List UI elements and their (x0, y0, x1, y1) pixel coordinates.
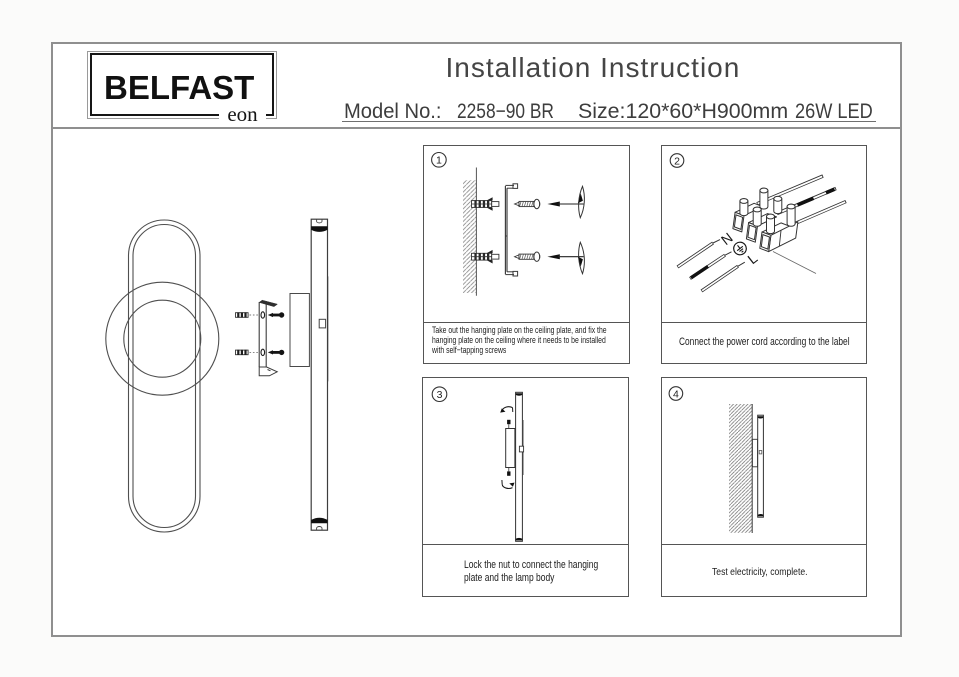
svg-text:N: N (718, 229, 736, 248)
svg-text:L: L (744, 250, 760, 268)
svg-text:4: 4 (673, 388, 679, 400)
svg-text:3: 3 (437, 389, 443, 401)
svg-text:1: 1 (436, 155, 442, 167)
svg-text:2: 2 (674, 155, 680, 167)
